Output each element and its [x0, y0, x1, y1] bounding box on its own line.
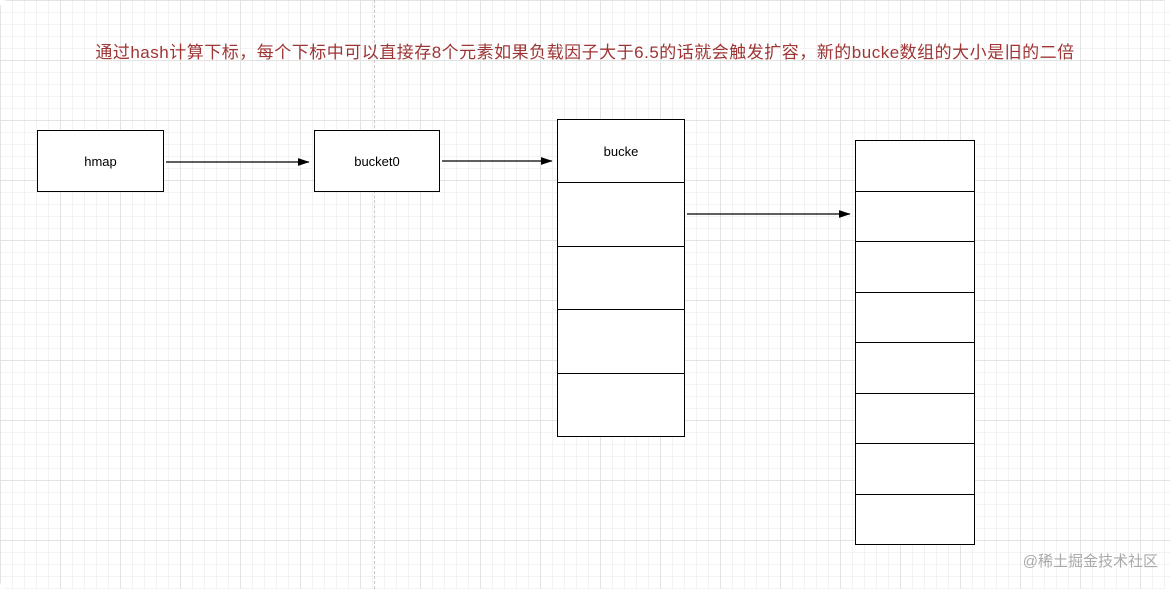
- node-bucket0: bucket0: [314, 130, 440, 192]
- diagram-title: 通过hash计算下标，每个下标中可以直接存8个元素如果负载因子大于6.5的话就会…: [95, 43, 1075, 62]
- overflow-cell: [856, 190, 974, 242]
- node-hmap: hmap: [37, 130, 164, 192]
- overflow-cell: [856, 443, 974, 494]
- overflow-cell: [856, 241, 974, 292]
- overflow-cell: [856, 342, 974, 393]
- overflow-cell: [856, 392, 974, 444]
- overflow-cell: [856, 291, 974, 343]
- node-hmap-label: hmap: [84, 153, 117, 169]
- node-bucket-stack: bucke: [557, 119, 685, 437]
- node-bucket0-label: bucket0: [354, 153, 400, 169]
- bucket-cell: [558, 372, 684, 436]
- bucket-cell: bucke: [558, 120, 684, 182]
- overflow-cell: [856, 493, 974, 545]
- node-overflow-stack: [855, 140, 975, 545]
- overflow-cell: [856, 141, 974, 191]
- bucket-stack-label: bucke: [603, 143, 639, 159]
- bucket-cell: [558, 309, 684, 372]
- bucket-cell: [558, 245, 684, 309]
- page-divider-line: [374, 0, 375, 589]
- bucket-cell: [558, 182, 684, 245]
- watermark: @稀土掘金技术社区: [1022, 553, 1158, 570]
